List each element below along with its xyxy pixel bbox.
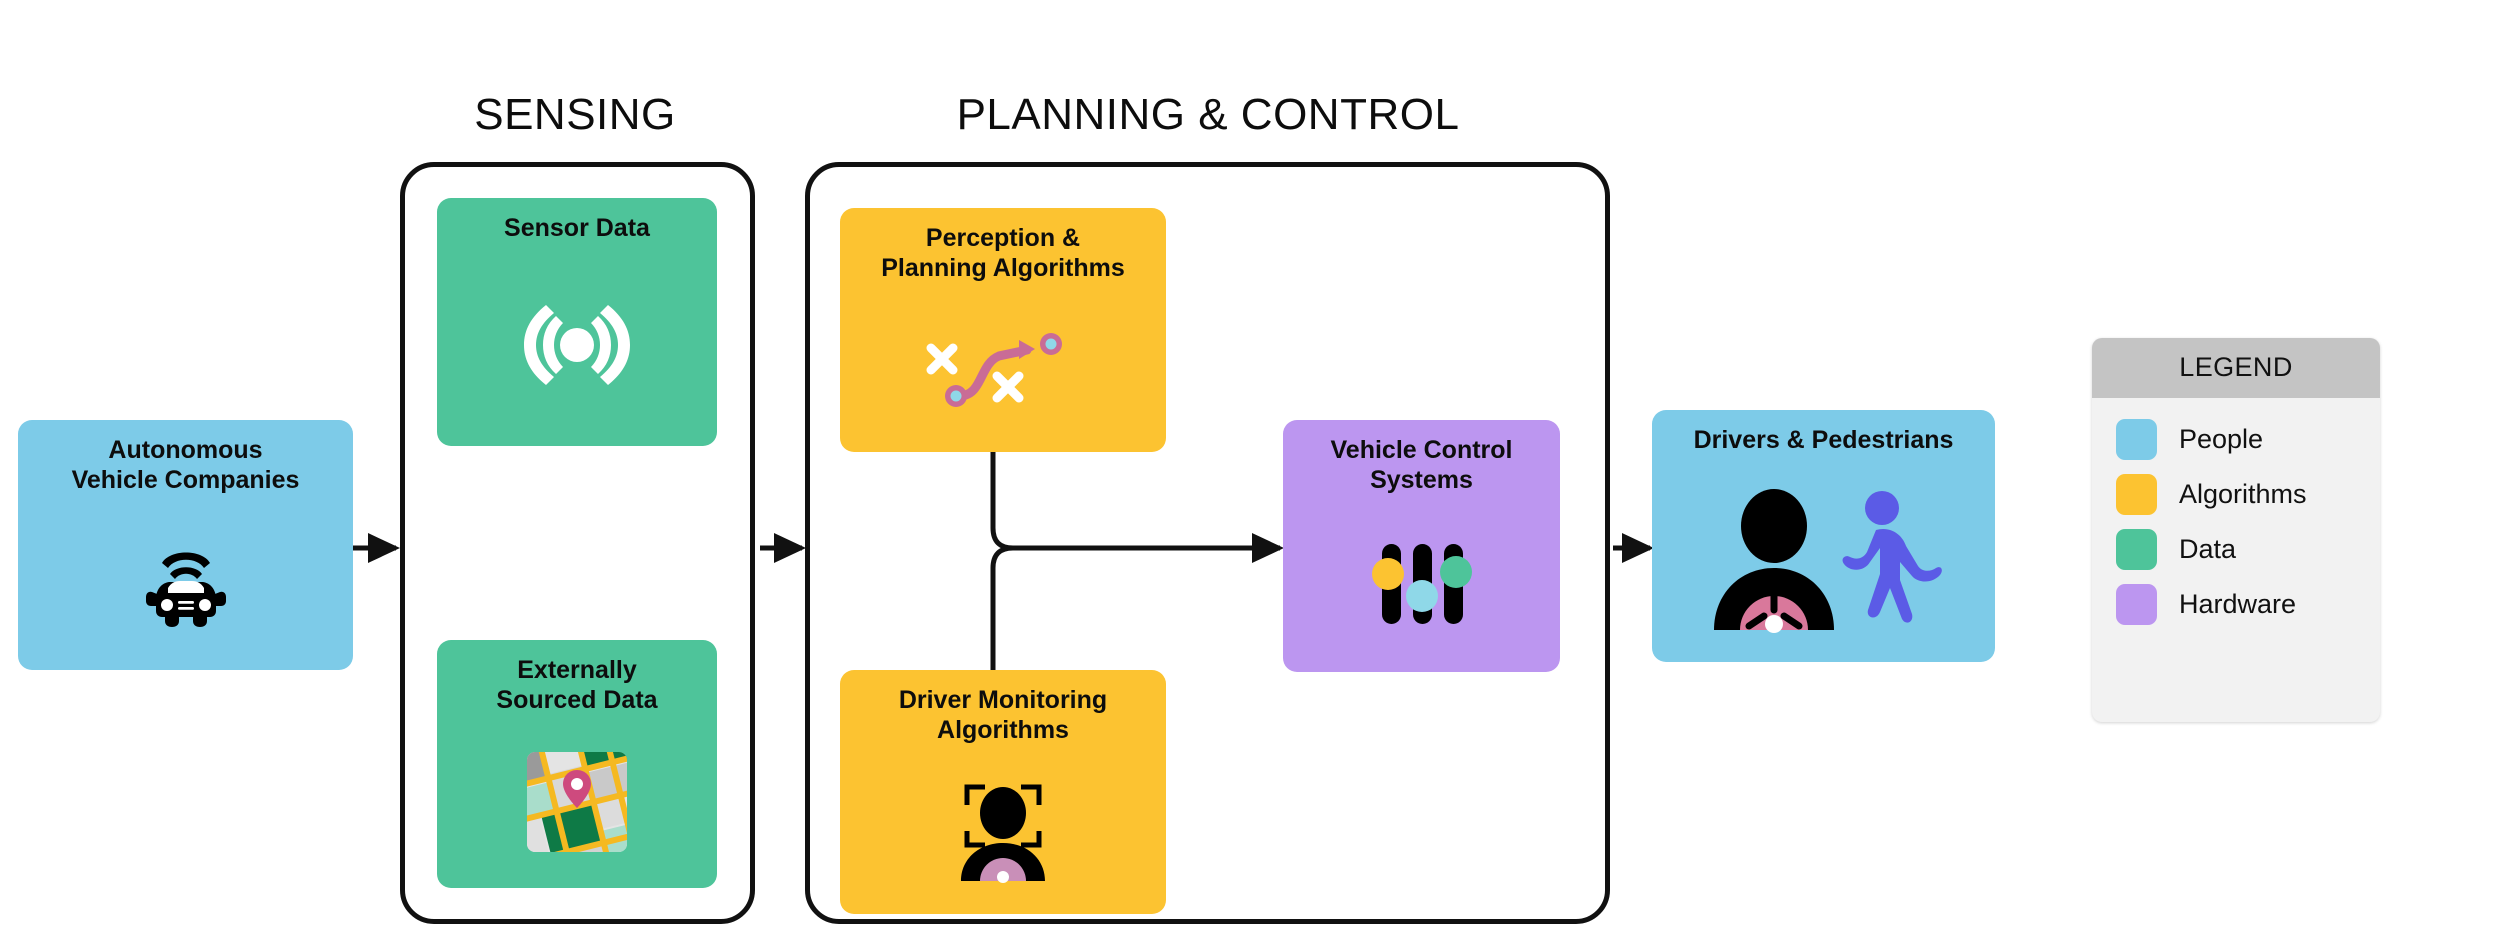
legend-item-hardware: Hardware — [2092, 577, 2380, 632]
legend-label-algorithms: Algorithms — [2179, 479, 2307, 509]
legend-swatch-algorithms — [2116, 474, 2157, 515]
node-label: Externally Sourced Data — [496, 656, 658, 714]
node-label: Sensor Data — [504, 214, 650, 242]
node-autonomous-vehicle-companies[interactable]: Autonomous Vehicle Companies — [18, 420, 353, 670]
legend-label-people: People — [2179, 424, 2264, 454]
legend-label-data: Data — [2179, 534, 2237, 564]
node-externally-sourced-data[interactable]: Externally Sourced Data — [437, 640, 717, 888]
map-pin-icon — [437, 715, 717, 888]
legend-item-data: Data — [2092, 522, 2380, 577]
node-label: Driver Monitoring Algorithms — [898, 686, 1108, 744]
path-planning-icon — [840, 283, 1166, 452]
node-label: Autonomous Vehicle Companies — [71, 436, 300, 494]
legend-title: LEGEND — [2092, 338, 2380, 398]
legend-swatch-people — [2116, 419, 2157, 460]
pin — [563, 769, 591, 808]
section-title-sensing: SENSING — [474, 90, 676, 139]
driver-face-scan-icon — [840, 745, 1166, 914]
node-label: Drivers & Pedestrians — [1693, 426, 1954, 454]
pedestrian-glyph — [1842, 490, 1942, 623]
legend-panel: LEGEND People Algorithms Data Hardware — [2092, 338, 2380, 722]
legend-item-people: People — [2092, 412, 2380, 467]
node-perception-planning-algorithms[interactable]: Perception & Planning Algorithms — [840, 208, 1166, 452]
node-driver-monitoring-algorithms[interactable]: Driver Monitoring Algorithms — [840, 670, 1166, 914]
node-vehicle-control-systems[interactable]: Vehicle Control Systems — [1283, 420, 1560, 672]
legend-swatch-hardware — [2116, 584, 2157, 625]
sensor-waves-icon — [437, 244, 717, 447]
driver-and-pedestrian-icon — [1652, 456, 1995, 663]
legend-items: People Algorithms Data Hardware — [2092, 398, 2380, 650]
driver-glyph — [1713, 488, 1834, 633]
node-label: Vehicle Control Systems — [1330, 436, 1513, 494]
node-sensor-data[interactable]: Sensor Data — [437, 198, 717, 446]
legend-label-hardware: Hardware — [2179, 589, 2297, 619]
node-drivers-pedestrians[interactable]: Drivers & Pedestrians — [1652, 410, 1995, 662]
section-title-planning: PLANNING & CONTROL — [956, 90, 1460, 139]
autonomous-car-icon — [18, 495, 353, 670]
legend-swatch-data — [2116, 529, 2157, 570]
sliders-icon — [1283, 495, 1560, 672]
node-label: Perception & Planning Algorithms — [881, 224, 1125, 282]
legend-item-algorithms: Algorithms — [2092, 467, 2380, 522]
